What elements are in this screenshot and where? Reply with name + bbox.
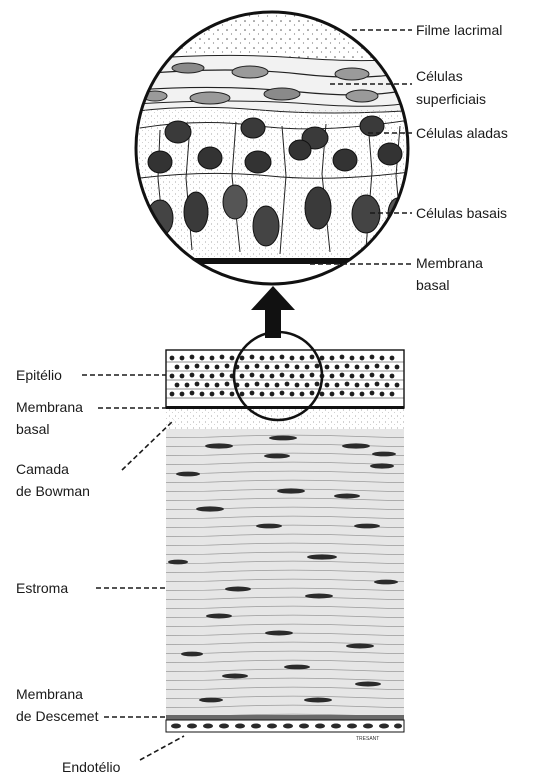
label-tear-film: Filme lacrimal — [416, 22, 502, 38]
basement-membrane-layer — [166, 406, 404, 409]
label-superficial-cells-line2: superficiais — [416, 91, 486, 107]
cornea-cross-section: TRESANT — [166, 332, 404, 742]
descemet-layer — [166, 715, 404, 720]
label-stroma: Estroma — [16, 580, 68, 596]
label-basement-membrane-lower-line1: Membrana — [16, 399, 83, 415]
label-descemet-line1: Membrana — [16, 686, 83, 702]
label-epithelium: Epitélio — [16, 367, 62, 383]
label-superficial-cells-line1: Células — [416, 68, 463, 84]
label-endothelium: Endotélio — [62, 759, 121, 775]
label-basal-cells: Células basais — [416, 205, 507, 221]
label-basement-membrane-lower-line2: basal — [16, 421, 49, 437]
label-bowman-line2: de Bowman — [16, 483, 90, 499]
endothelium-layer — [166, 720, 404, 732]
layer-labels: Epitélio Membrana basal Camada de Bowman… — [16, 367, 121, 775]
label-basement-membrane-line1: Membrana — [416, 255, 483, 271]
superficial-cells-layer — [130, 55, 420, 113]
magnified-epithelium — [130, 10, 420, 294]
callout-labels: Filme lacrimal Células superficiais Célu… — [416, 22, 508, 293]
illustrator-signature: TRESANT — [356, 736, 379, 742]
label-descemet-line2: de Descemet — [16, 708, 99, 724]
basement-membrane-band — [130, 258, 420, 264]
label-bowman-line1: Camada — [16, 461, 69, 477]
label-wing-cells: Células aladas — [416, 125, 508, 141]
label-basement-membrane-line2: basal — [416, 277, 449, 293]
magnify-arrow — [251, 286, 295, 338]
